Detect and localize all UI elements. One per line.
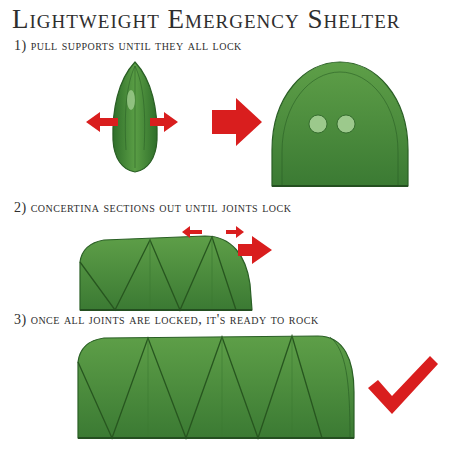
step-label: 3) once all joints are locked, it's read… [14,312,319,328]
next-arrow [212,98,262,146]
check-mark [368,356,438,414]
extend-arrows [182,226,272,264]
open-frame [272,62,408,186]
diagram-title: Lightweight Emergency Shelter [12,4,400,35]
folded-shelter [113,62,157,172]
pull-arrows [86,98,262,146]
half-shelter [80,236,252,310]
step-label: 2) concertina sections out until joints … [14,200,291,216]
full-shelter [78,336,354,438]
step-label: 1) pull supports until they all lock [14,38,242,54]
